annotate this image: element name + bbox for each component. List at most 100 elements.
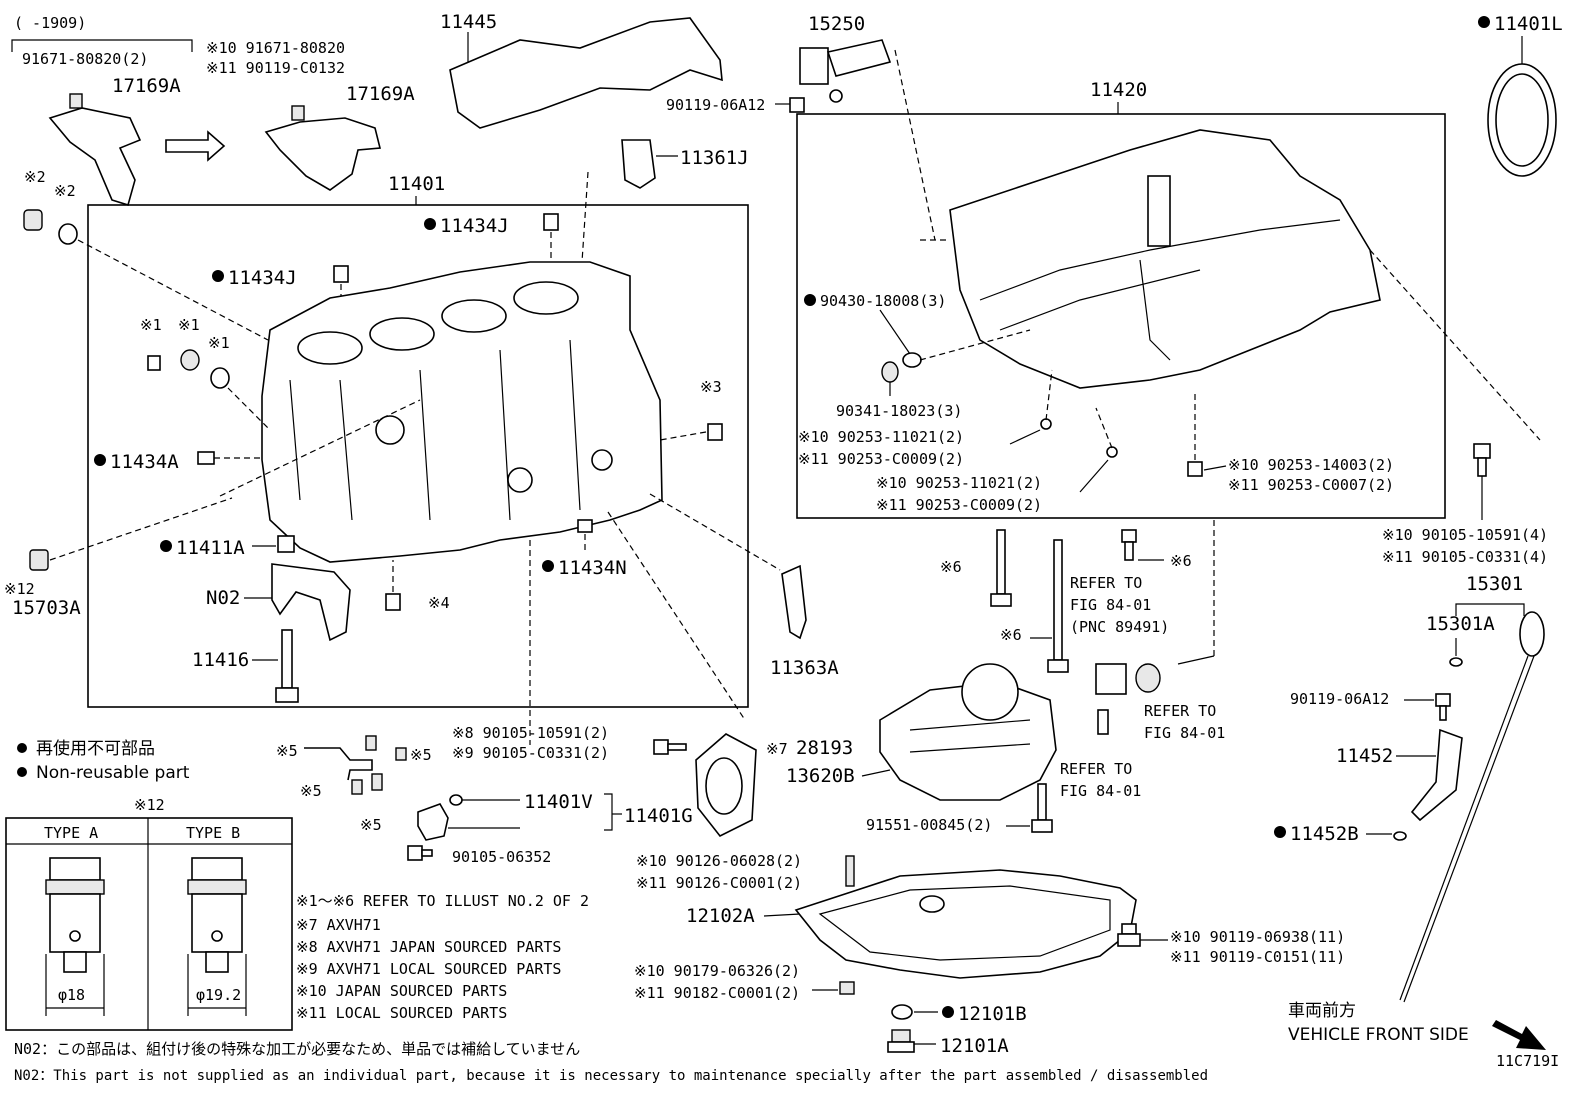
part-11445[interactable] <box>449 17 723 129</box>
callout-11434n[interactable]: 11434N <box>558 557 627 579</box>
part-x1-plug[interactable] <box>180 349 200 371</box>
callout-91671-80820-2[interactable]: 91671-80820(2) <box>22 50 148 68</box>
callout-90119-06a12-right[interactable]: 90119-06A12 <box>1290 690 1389 708</box>
part-11434n[interactable] <box>577 519 593 533</box>
callout-x5-c[interactable]: ※5 <box>300 782 322 800</box>
part-x5-bracket[interactable] <box>304 735 407 781</box>
callout-12101b[interactable]: 12101B <box>958 1003 1027 1025</box>
callout-x11-90253-c0009-b[interactable]: ※11 90253-C0009(2) <box>876 496 1042 514</box>
part-11411a[interactable] <box>277 535 295 553</box>
callout-x10-90119-06938[interactable]: ※10 90119-06938(11) <box>1170 928 1345 946</box>
callout-x9-90105-c0331[interactable]: ※9 90105-C0331(2) <box>452 744 609 762</box>
part-15250[interactable] <box>799 39 892 103</box>
callout-x10-90105-10591-4[interactable]: ※10 90105-10591(4) <box>1382 526 1548 544</box>
callout-17169a-left[interactable]: 17169A <box>112 75 181 97</box>
part-90179-nut[interactable] <box>839 981 855 995</box>
callout-x11-90119-c0151[interactable]: ※11 90119-C0151(11) <box>1170 948 1345 966</box>
part-11401l-oil-seal[interactable] <box>1487 63 1557 177</box>
part-x4-pin[interactable] <box>385 593 401 611</box>
callout-11452b[interactable]: 11452B <box>1290 823 1359 845</box>
part-90126-stud[interactable] <box>845 855 855 887</box>
bolt-x6-b[interactable] <box>1047 539 1069 673</box>
callout-15301a[interactable]: 15301A <box>1426 613 1495 635</box>
callout-x5-d[interactable]: ※5 <box>360 816 382 834</box>
bolt-91551-00845[interactable] <box>1031 783 1053 833</box>
part-11401-cylinder-block[interactable] <box>261 261 663 563</box>
bolt-90105-10591-2[interactable] <box>653 739 687 755</box>
bolt-90119-06a12-top[interactable] <box>775 97 805 113</box>
callout-11401v[interactable]: 11401V <box>524 791 593 813</box>
callout-x6-b[interactable]: ※6 <box>1000 626 1022 644</box>
callout-x6-a[interactable]: ※6 <box>940 558 962 576</box>
bracket-17169a-right[interactable] <box>264 105 382 191</box>
callout-11401l[interactable]: 11401L <box>1494 13 1563 35</box>
part-x3-pin[interactable] <box>707 423 723 441</box>
bolt-x6-c[interactable] <box>1121 529 1137 561</box>
callout-x7[interactable]: ※7 <box>766 740 788 758</box>
bolt-90119-06938[interactable] <box>1117 923 1141 947</box>
bolt-90105-06352[interactable] <box>407 845 433 861</box>
fig-84-01-c[interactable]: FIG 84-01 <box>1060 782 1141 800</box>
callout-11452[interactable]: 11452 <box>1336 745 1393 767</box>
callout-x11-90253-c0007[interactable]: ※11 90253-C0007(2) <box>1228 476 1394 494</box>
part-11434a[interactable] <box>197 451 215 465</box>
callout-x11-90182-c0001[interactable]: ※11 90182-C0001(2) <box>634 984 800 1002</box>
callout-90119-06a12-top[interactable]: 90119-06A12 <box>666 96 765 114</box>
callout-15250[interactable]: 15250 <box>808 13 865 35</box>
part-11401v-gasket[interactable] <box>449 794 463 806</box>
callout-x10-90253-14003[interactable]: ※10 90253-14003(2) <box>1228 456 1394 474</box>
callout-x3[interactable]: ※3 <box>700 378 722 396</box>
refer-to-3[interactable]: REFER TO <box>1060 760 1132 778</box>
refer-to-1[interactable]: REFER TO <box>1070 574 1142 592</box>
part-12101a-drain-plug[interactable] <box>887 1029 915 1053</box>
part-x5-bolt-a[interactable] <box>351 779 363 795</box>
callout-28193[interactable]: 28193 <box>796 737 853 759</box>
callout-11416[interactable]: 11416 <box>192 649 249 671</box>
bolt-90105-10591-right[interactable] <box>1473 443 1491 477</box>
callout-12102a[interactable]: 12102A <box>686 905 755 927</box>
bolt-90119-06a12-right[interactable] <box>1435 693 1451 721</box>
part-11420-oil-pan-upper[interactable] <box>949 129 1381 389</box>
callout-x11-90119-c0132[interactable]: ※11 90119-C0132 <box>206 59 345 77</box>
callout-15703a[interactable]: 15703A <box>12 597 81 619</box>
part-n02-bearing-cap[interactable] <box>271 563 351 642</box>
callout-x11-90126-c0001[interactable]: ※11 90126-C0001(2) <box>636 874 802 892</box>
callout-x10-91671[interactable]: ※10 91671-80820 <box>206 39 345 57</box>
callout-x10-90253-11021-a[interactable]: ※10 90253-11021(2) <box>798 428 964 446</box>
part-90253-pin-a[interactable] <box>1040 418 1052 430</box>
part-11452b-o-ring[interactable] <box>1393 831 1407 841</box>
callout-x1-b[interactable]: ※1 <box>178 316 200 334</box>
callout-x11-90253-c0009-a[interactable]: ※11 90253-C0009(2) <box>798 450 964 468</box>
part-11434j-b[interactable] <box>333 265 349 283</box>
callout-11434a[interactable]: 11434A <box>110 451 179 473</box>
callout-11363a[interactable]: 11363A <box>770 657 839 679</box>
fig-84-01-a[interactable]: FIG 84-01 <box>1070 596 1151 614</box>
bolt-x6-a[interactable] <box>990 529 1012 607</box>
callout-x11-90105-c0331-4[interactable]: ※11 90105-C0331(4) <box>1382 548 1548 566</box>
part-x2-plug[interactable] <box>23 209 78 245</box>
bracket-17169a-left[interactable] <box>48 93 142 207</box>
callout-90430-18008-3[interactable]: 90430-18008(3) <box>820 292 946 310</box>
callout-x10-90179-06326[interactable]: ※10 90179-06326(2) <box>634 962 800 980</box>
part-15301-dipstick[interactable] <box>1399 611 1545 1003</box>
part-13620b-balancer[interactable] <box>879 663 1057 801</box>
part-90253-pin-b[interactable] <box>1106 446 1118 458</box>
callout-x10-90126-06028[interactable]: ※10 90126-06028(2) <box>636 852 802 870</box>
callout-11361j[interactable]: 11361J <box>680 147 749 169</box>
part-15301a-o-ring[interactable] <box>1449 657 1463 667</box>
callout-x10-90253-11021-b[interactable]: ※10 90253-11021(2) <box>876 474 1042 492</box>
callout-17169a-right[interactable]: 17169A <box>346 83 415 105</box>
part-11452-guide[interactable] <box>1410 728 1463 822</box>
part-x1-ring[interactable] <box>210 367 230 389</box>
fig-84-01-b[interactable]: FIG 84-01 <box>1144 724 1225 742</box>
callout-x6-c[interactable]: ※6 <box>1170 552 1192 570</box>
part-11401g-cover[interactable] <box>417 803 449 841</box>
callout-x5-b[interactable]: ※5 <box>410 746 432 764</box>
pnc-89491[interactable]: (PNC 89491) <box>1070 618 1169 636</box>
part-90430-gasket[interactable] <box>902 352 922 368</box>
callout-11434j-b[interactable]: 11434J <box>228 267 297 289</box>
part-11434j-a[interactable] <box>543 213 559 231</box>
callout-11445[interactable]: 11445 <box>440 11 497 33</box>
callout-x2-b[interactable]: ※2 <box>54 182 76 200</box>
part-12102a-oil-pan[interactable] <box>794 869 1137 979</box>
